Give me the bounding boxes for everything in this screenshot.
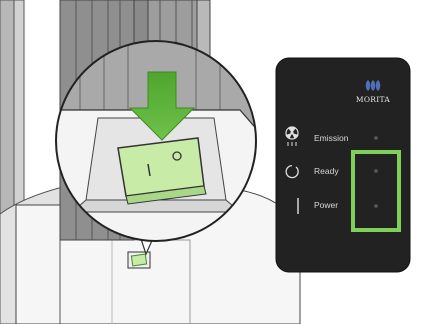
power-led: [374, 204, 378, 208]
emission-led: [374, 136, 378, 140]
ready-label: Ready: [314, 166, 339, 176]
ready-led: [374, 169, 378, 173]
radiation-icon: [285, 126, 299, 146]
indicator-ready: Ready: [285, 164, 378, 179]
emission-label: Emission: [314, 133, 349, 143]
control-panel: MORITA Emission Ready: [275, 57, 411, 273]
indicator-emission: Emission: [285, 126, 378, 146]
rocker-switch[interactable]: [117, 137, 207, 205]
power-label: Power: [314, 200, 338, 210]
ready-ring-icon: [285, 164, 299, 179]
morita-logo: MORITA: [356, 80, 391, 104]
base-power-switch[interactable]: [127, 251, 151, 269]
brand-label: MORITA: [356, 95, 391, 104]
switch-off-mark: [172, 151, 182, 161]
press-down-arrow-icon: [128, 71, 196, 141]
switch-on-mark: [147, 163, 151, 177]
indicator-highlight-box: [351, 150, 401, 232]
indicator-power: Power: [297, 198, 378, 214]
